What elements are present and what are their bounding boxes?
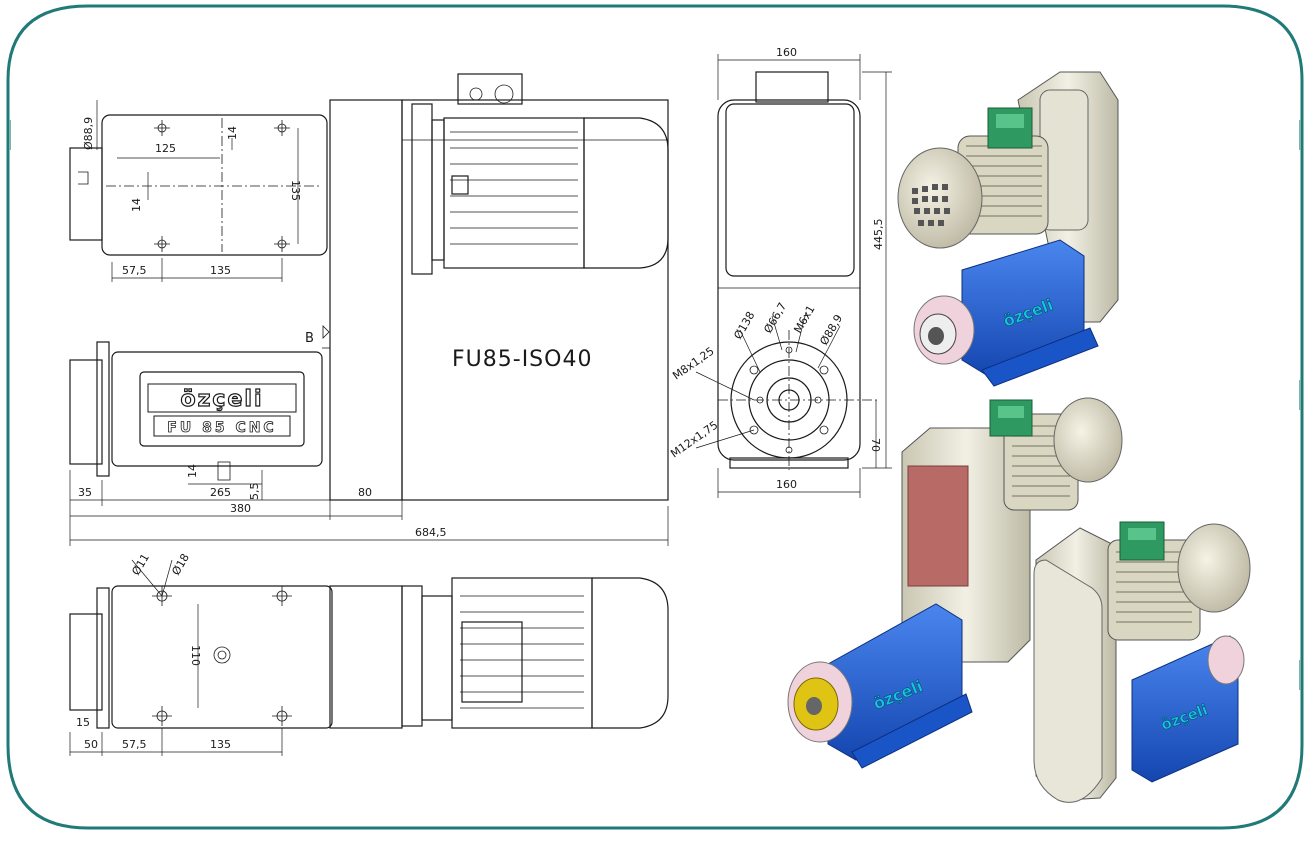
- dim-d684: 684,5: [415, 526, 447, 539]
- bottom-view: Ø11 Ø18 110 15 50 57,5 135: [69, 551, 669, 756]
- dim-m8: M8x1,25: [670, 345, 716, 383]
- dim-h445: 445,5: [872, 219, 885, 251]
- dim-d14b: 14: [130, 198, 143, 212]
- dim-d35: 35: [78, 486, 92, 499]
- brand-plate: özçeli FU 85 CNC: [147, 383, 297, 437]
- dim-d135v: 135: [289, 180, 302, 201]
- dim-w160top: 160: [776, 46, 797, 59]
- drawing-title: FU85-ISO40: [452, 347, 592, 372]
- dim-d18: Ø18: [169, 551, 192, 577]
- front-view: 160 445,5 Ø138 Ø66,7 M6x1 Ø88,9 M8x1,25 …: [668, 46, 892, 498]
- dim-d15: 15: [76, 716, 90, 729]
- dim-w160bot: 160: [776, 478, 797, 491]
- side-view: B 14 265 5,5 35 80 380 684,5: [69, 325, 669, 546]
- dim-d88: Ø88,9: [82, 117, 95, 150]
- dim-d14a: 14: [226, 126, 239, 140]
- plate-text: FU 85 CNC: [167, 420, 276, 436]
- dim-d50: 50: [84, 738, 98, 751]
- dim-d135: 135: [210, 264, 231, 277]
- render-unit-middle: özçeli: [787, 397, 1123, 769]
- dim-d57: 57,5: [122, 264, 147, 277]
- sheet-frame: [6, 4, 1304, 830]
- bottom-bolt-holes: [152, 586, 292, 726]
- section-mark: B: [305, 331, 314, 346]
- brand-logo: özçeli: [181, 387, 264, 412]
- dim-bottom-d57: 57,5: [122, 738, 147, 751]
- dim-d66: Ø66,7: [761, 300, 789, 335]
- dim-d55: 5,5: [248, 483, 261, 501]
- frame-stitch-marks: [9, 120, 1301, 690]
- dim-d138: Ø138: [731, 309, 757, 341]
- dim-d11: Ø11: [129, 551, 152, 577]
- dim-side-d14: 14: [186, 464, 199, 478]
- plan-view: Ø88,9 125 14 135 14 57,5 135: [69, 100, 328, 282]
- dim-m6: M6x1: [791, 303, 817, 335]
- dim-d125: 125: [155, 142, 176, 155]
- motor-side-view: [329, 73, 669, 501]
- dim-d889: Ø88,9: [817, 312, 845, 347]
- dim-bottom-d135: 135: [210, 738, 231, 751]
- dim-d380: 380: [230, 502, 251, 515]
- render-unit-right: özçeli: [1033, 521, 1251, 803]
- dim-d265: 265: [210, 486, 231, 499]
- dim-d80: 80: [358, 486, 372, 499]
- render-unit-top: özçeli: [897, 71, 1119, 387]
- plan-bolt-holes: [154, 120, 290, 252]
- dim-m12: M12x1,75: [668, 419, 720, 461]
- dim-d110: 110: [189, 645, 202, 666]
- dim-d70: 70: [869, 438, 882, 452]
